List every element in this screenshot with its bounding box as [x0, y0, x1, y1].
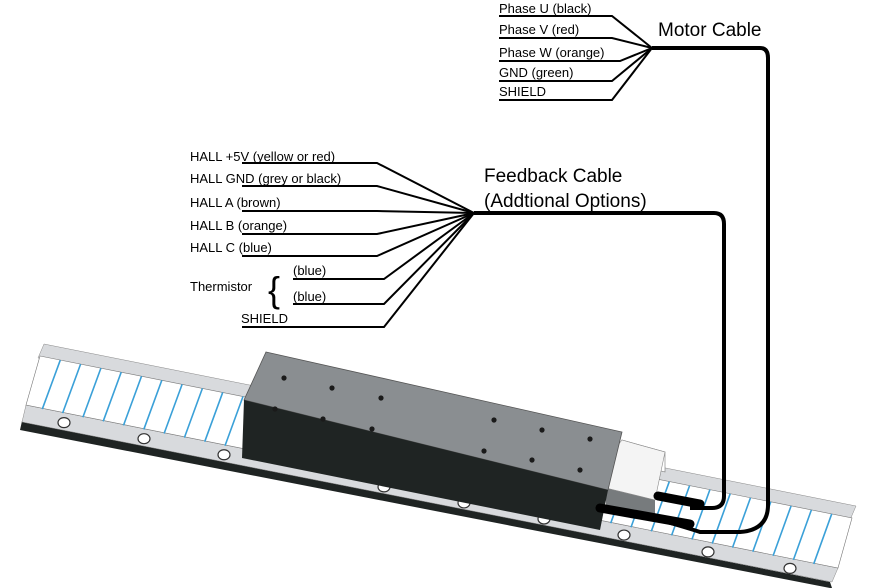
feedback-wire-label: HALL +5V (yellow or red) [190, 149, 335, 164]
feedback-wire-label: HALL A (brown) [190, 195, 281, 210]
feedback-cable [474, 211, 726, 510]
magnet-divider [812, 513, 833, 565]
magnet-divider [711, 493, 731, 544]
motor-wire-label: Phase U (black) [499, 1, 591, 16]
track-base-bottom [20, 421, 832, 588]
motor-cable-title: Motor Cable [658, 20, 762, 41]
magnet-divider [82, 367, 102, 418]
thermistor-wire-label: (blue) [293, 289, 326, 304]
magnet-divider [122, 375, 143, 426]
motor-wire-line [499, 37, 653, 49]
forcer-hole [378, 395, 384, 401]
thermistor-wire-label: (blue) [293, 263, 326, 278]
forcer-hole [281, 375, 287, 381]
motor-cable-sleeve [595, 503, 695, 529]
motor-cable [595, 46, 770, 534]
forcer-mounting-holes [272, 375, 593, 473]
magnet-divider [650, 481, 671, 532]
magnet-divider [792, 509, 813, 561]
magnet-divider [670, 485, 691, 536]
motor-wire-label: GND (green) [499, 65, 573, 80]
feedback-wire-label: SHIELD [241, 311, 288, 326]
feedback-wire-line [242, 162, 475, 214]
forcer-hole [539, 427, 545, 433]
forcer-hole [491, 417, 497, 423]
magnet-divider [731, 497, 752, 548]
mounting-hole [617, 529, 631, 541]
feedback-wire-line [242, 212, 475, 328]
feedback-cable-sleeve [653, 491, 705, 509]
magnet-divider [143, 380, 163, 430]
thermistor-brace: { [268, 269, 280, 310]
thermistor-label: Thermistor [190, 279, 253, 294]
motor-wire-label: Phase V (red) [499, 22, 579, 37]
forcer-hole [529, 457, 535, 463]
forcer [242, 351, 666, 530]
motor-wire-label: SHIELD [499, 84, 546, 99]
feedback-wire-line [242, 212, 475, 257]
motor-wire-line [499, 47, 653, 62]
motor-wire-line [499, 15, 653, 49]
magnet-divider [163, 384, 183, 434]
feedback-cable-subtitle: (Addtional Options) [484, 191, 647, 212]
feedback-cable-title: Feedback Cable [484, 166, 622, 187]
motor-wire-label: Phase W (orange) [499, 45, 605, 60]
feedback-cable-path [474, 211, 726, 510]
mounting-hole [57, 417, 71, 429]
magnet-divider [183, 388, 204, 438]
forcer-hole [369, 426, 375, 432]
motor-cable-labels: Motor Cable Phase U (black) Phase V (red… [499, 1, 762, 101]
mounting-hole [783, 562, 797, 574]
feedback-wire-line [242, 210, 475, 214]
motor-wire-line [499, 47, 653, 101]
feedback-wire-line [242, 185, 475, 214]
forcer-hole [320, 416, 326, 422]
motor-wire-line [499, 47, 653, 82]
mounting-hole [701, 546, 715, 558]
magnet-divider [772, 505, 792, 557]
magnet-divider [224, 396, 244, 447]
forcer-hole [577, 467, 583, 473]
forcer-hole [481, 448, 487, 454]
feedback-wire-line [242, 212, 475, 235]
magnet-divider [203, 392, 224, 442]
feedback-wire-line [293, 212, 475, 305]
motor-cable-path [652, 46, 770, 534]
forcer-hole [272, 406, 278, 412]
magnet-divider [41, 359, 62, 410]
feedback-wire-label: HALL B (orange) [190, 218, 287, 233]
magnet-divider [102, 371, 122, 422]
feedback-cable-labels: Feedback Cable (Addtional Options) HALL … [190, 149, 647, 328]
mounting-hole [217, 449, 231, 461]
forcer-hole [329, 385, 335, 391]
feedback-wire-line [293, 212, 475, 280]
forcer-hole [587, 436, 593, 442]
mounting-hole [137, 433, 151, 445]
magnet-divider [61, 363, 82, 414]
feedback-wire-label: HALL C (blue) [190, 240, 272, 255]
forcer-side [242, 400, 608, 530]
feedback-wire-label: HALL GND (grey or black) [190, 171, 341, 186]
